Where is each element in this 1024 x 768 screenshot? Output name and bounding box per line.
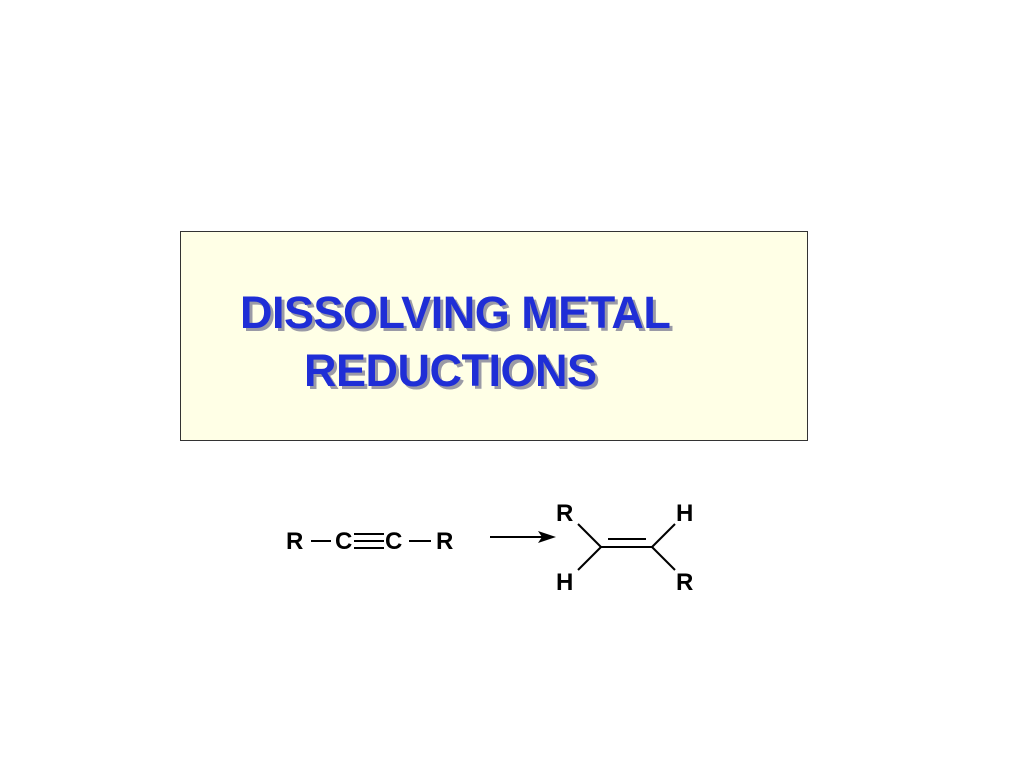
reactant-atom-c-left: C	[335, 528, 352, 555]
title-line-1: DISSOLVING METAL	[240, 287, 671, 338]
reaction-arrow	[490, 531, 556, 543]
product-atom-top-right: H	[676, 500, 693, 527]
product-double-bond	[601, 538, 652, 548]
product-bond-bottom-right	[651, 546, 676, 571]
title-line-2: REDUCTIONS	[304, 345, 597, 396]
product-atom-top-left: R	[556, 500, 573, 527]
reactant-atom-r-right: R	[436, 528, 453, 555]
reactant-alkyne: R C C R	[286, 528, 453, 555]
title-box: DISSOLVING METAL REDUCTIONS	[180, 231, 808, 441]
product-bond-top-right	[651, 523, 676, 548]
product-trans-alkene: R H H R	[556, 500, 693, 596]
reactant-triple-bond	[354, 533, 384, 549]
product-atom-bottom-right: R	[676, 569, 693, 596]
reactant-atom-c-right: C	[385, 528, 402, 555]
product-bond-bottom-left	[577, 546, 602, 571]
product-bond-top-left	[577, 523, 602, 548]
product-atom-bottom-left: H	[556, 569, 573, 596]
reactant-atom-r-left: R	[286, 528, 303, 555]
